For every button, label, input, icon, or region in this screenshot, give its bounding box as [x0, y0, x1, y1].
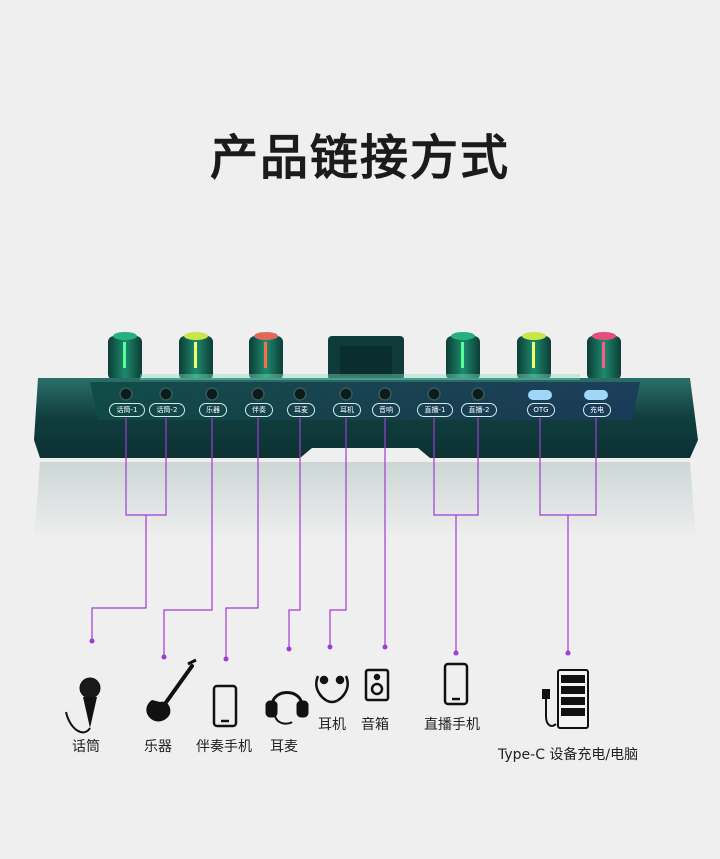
port-label-11: 充电: [583, 403, 611, 417]
port-label-9: 直播-2: [461, 403, 497, 417]
label-live-phone: 直播手机: [424, 717, 480, 733]
usb-port-11: [584, 390, 608, 400]
port-label-10: OTG: [527, 403, 555, 417]
label-accompany-phone: 伴奏手机: [196, 739, 252, 755]
audio-jack-1: [119, 387, 133, 401]
knob-4: [446, 332, 480, 380]
device-reflection: [34, 462, 696, 540]
connector-lines: [91, 418, 597, 658]
headset-icon: [265, 691, 309, 725]
speaker-icon: [364, 668, 390, 702]
audio-jack-2: [159, 387, 173, 401]
port-label-2: 话筒-2: [149, 403, 185, 417]
audio-jack-5: [293, 387, 307, 401]
label-mic: 话筒: [72, 739, 100, 755]
label-instrument: 乐器: [144, 739, 172, 755]
neckband-earphone-icon: [315, 675, 349, 704]
audio-jack-8: [427, 387, 441, 401]
port-label-5: 耳麦: [287, 403, 315, 417]
audio-jack-3: [205, 387, 219, 401]
microphone-icon: [65, 677, 101, 734]
port-label-4: 伴奏: [245, 403, 273, 417]
device-glow: [140, 374, 580, 380]
audio-jack-7: [378, 387, 392, 401]
knob-3: [249, 332, 283, 380]
guitar-icon: [146, 658, 197, 722]
knob-center: [328, 336, 404, 380]
usb-port-10: [528, 390, 552, 400]
label-speaker: 音箱: [361, 717, 389, 733]
device-front-panel: [90, 382, 640, 420]
port-label-7: 音响: [372, 403, 400, 417]
page-title: 产品链接方式: [209, 130, 510, 186]
port-label-3: 乐器: [199, 403, 227, 417]
port-label-6: 耳机: [333, 403, 361, 417]
connector-endpoints: [89, 638, 571, 662]
port-label-1: 话筒-1: [109, 403, 145, 417]
phone-icon-accompany: [212, 684, 238, 728]
knob-5: [517, 332, 551, 380]
knob-6: [587, 332, 621, 380]
port-label-8: 直播-1: [417, 403, 453, 417]
pc-tower-icon: [542, 669, 589, 729]
label-earphones: 耳机: [318, 717, 346, 733]
jacks: [119, 387, 608, 401]
knobs: [108, 332, 621, 380]
audio-jack-4: [251, 387, 265, 401]
phone-icon-live: [443, 662, 469, 706]
label-headset: 耳麦: [270, 739, 298, 755]
audio-jack-9: [471, 387, 485, 401]
knob-2: [179, 332, 213, 380]
label-pc: Type-C 设备充电/电脑: [498, 747, 639, 763]
audio-jack-6: [339, 387, 353, 401]
knob-1: [108, 332, 142, 380]
